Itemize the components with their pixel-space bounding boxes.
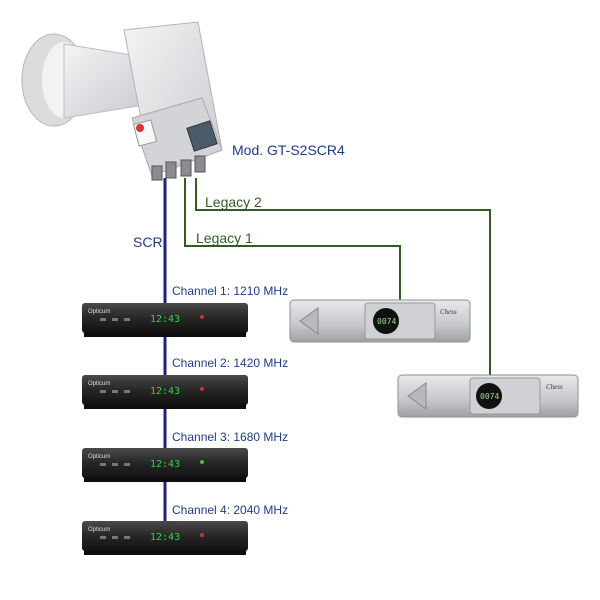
receiver-display: 12:43: [150, 459, 180, 470]
legacy-2-label: Legacy 2: [205, 194, 262, 210]
legacy-brand: Chess: [546, 383, 563, 391]
legacy-brand: Chess: [440, 308, 457, 316]
channel-2-label: Channel 2: 1420 MHz: [172, 356, 289, 370]
receiver-brand: Opticum: [88, 527, 110, 533]
legacy-2-cable: [195, 178, 491, 378]
channel-3-label: Channel 3: 1680 MHz: [172, 430, 289, 444]
channel-1-label: Channel 1: 1210 MHz: [172, 284, 289, 298]
receiver-display: 12:43: [150, 532, 180, 543]
lnb-device: [21, 21, 223, 181]
model-label: Mod. GT-S2SCR4: [232, 142, 345, 158]
legacy-receiver-1: 0074 Chess: [289, 299, 471, 343]
legacy-display: 0074: [480, 392, 499, 401]
legacy-receiver-2: 0074 Chess: [397, 374, 579, 418]
channel-4-label: Channel 4: 2040 MHz: [172, 503, 289, 517]
legacy-1-label: Legacy 1: [196, 230, 253, 246]
receiver-brand: Opticum: [88, 454, 110, 460]
scr-receiver-3: Opticum 12:43: [82, 448, 248, 482]
legacy-display: 0074: [377, 317, 396, 326]
receiver-display: 12:43: [150, 386, 180, 397]
legacy-1-cable: [184, 178, 401, 303]
scr-receiver-4: Opticum 12:43: [82, 521, 248, 555]
receiver-brand: Opticum: [88, 381, 110, 387]
receiver-display: 12:43: [150, 314, 180, 325]
scr-receiver-1: Opticum 12:43: [82, 303, 248, 337]
scr-label: SCR: [133, 234, 163, 250]
receiver-brand: Opticum: [88, 309, 110, 315]
scr-receiver-2: Opticum 12:43: [82, 375, 248, 409]
